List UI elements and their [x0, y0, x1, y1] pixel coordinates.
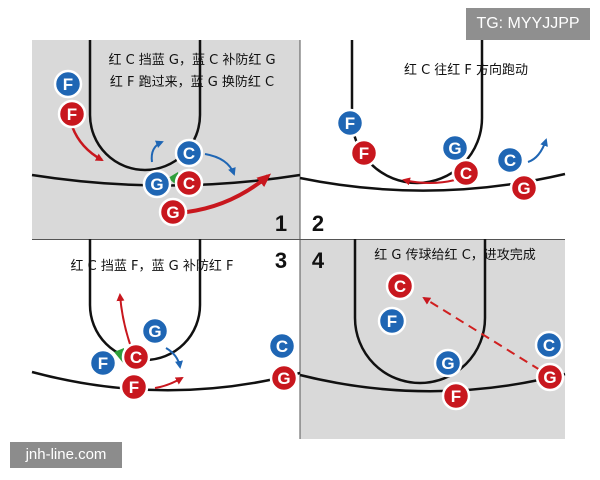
player-marker-blue-c-panel-4: C — [534, 330, 564, 360]
player-circle — [495, 145, 525, 175]
player-marker-red-f-panel-4: F — [441, 381, 471, 411]
player-label: C — [276, 337, 288, 356]
player-circle — [349, 138, 379, 168]
player-label: F — [359, 144, 369, 163]
player-label: F — [387, 312, 397, 331]
player-marker-red-f-panel-2: F — [349, 138, 379, 168]
panel-1-blue-c-help-arrow — [150, 140, 164, 163]
player-circle — [140, 316, 170, 346]
player-label: F — [98, 354, 108, 373]
player-marker-blue-c-panel-2: C — [495, 145, 525, 175]
player-marker-red-g-panel-3: G — [269, 363, 299, 393]
player-circle — [385, 271, 415, 301]
player-label: G — [148, 322, 161, 341]
player-circle — [451, 158, 481, 188]
player-label: G — [150, 175, 163, 194]
player-marker-blue-c-panel-1: C — [174, 138, 204, 168]
player-circle — [174, 138, 204, 168]
panel-1-caption-line-1: 红 C 挡蓝 G，蓝 C 补防红 G — [108, 52, 275, 68]
player-circle — [174, 168, 204, 198]
panel-4-court — [300, 239, 565, 439]
player-label: C — [504, 151, 516, 170]
panel-2-blue-c-arrow — [527, 138, 548, 163]
panel-2-court — [300, 40, 565, 239]
player-label: F — [451, 387, 461, 406]
panel-3-caption: 红 C 挡蓝 F，蓝 G 补防红 F — [71, 258, 234, 274]
player-label: F — [67, 105, 77, 124]
player-marker-blue-f-panel-2: F — [335, 108, 365, 138]
player-circle — [267, 331, 297, 361]
panel-4-court-lines — [299, 239, 566, 393]
player-marker-red-c-panel-3: C — [121, 342, 151, 372]
player-circle — [269, 363, 299, 393]
panel-2-red-c-roll-arrow — [402, 177, 456, 186]
player-circle — [53, 69, 83, 99]
player-label: F — [345, 114, 355, 133]
player-marker-red-c-panel-2: C — [451, 158, 481, 188]
player-label: G — [448, 139, 461, 158]
player-circle — [158, 197, 188, 227]
panel-1-blue-g-switch-arrow — [204, 153, 236, 176]
panel-2-caption: 红 C 往红 F 方向跑动 — [404, 62, 528, 78]
player-marker-blue-f-panel-1: F — [53, 69, 83, 99]
player-label: F — [129, 378, 139, 397]
player-marker-red-g-panel-4: G — [535, 362, 565, 392]
player-marker-blue-f-panel-3: F — [88, 348, 118, 378]
watermark-bottom: jnh-line.com — [10, 442, 122, 468]
panel-number-4: 4 — [312, 248, 325, 273]
player-marker-red-f-panel-1: F — [57, 99, 87, 129]
player-label: C — [460, 164, 472, 183]
player-label: G — [166, 203, 179, 222]
panel-number-2: 2 — [312, 211, 324, 236]
player-marker-red-f-panel-3: F — [119, 372, 149, 402]
panel-4-caption: 红 G 传球给红 C，进攻完成 — [374, 247, 536, 263]
player-marker-blue-f-panel-4: F — [377, 306, 407, 336]
player-label: F — [63, 75, 73, 94]
panel-3-red-c-pop-arrow — [116, 293, 131, 345]
panel-1-red-f-cut-arrow — [70, 125, 104, 162]
player-circle — [142, 169, 172, 199]
panel-number-3: 3 — [275, 248, 287, 273]
player-circle — [534, 330, 564, 360]
player-circle — [433, 348, 463, 378]
player-circle — [377, 306, 407, 336]
player-label: G — [441, 354, 454, 373]
player-label: C — [130, 348, 142, 367]
player-marker-red-g-panel-1: G — [158, 197, 188, 227]
panel-4-pass-arrow — [422, 296, 541, 371]
player-label: C — [183, 144, 195, 163]
player-marker-blue-g-panel-1: G — [142, 169, 172, 199]
player-circle — [535, 362, 565, 392]
player-marker-blue-g-panel-3: G — [140, 316, 170, 346]
player-label: C — [394, 277, 406, 296]
panel-3-screen-marker — [114, 348, 124, 364]
panel-1-red-g-drive-arrow — [186, 173, 272, 214]
player-label: C — [543, 336, 555, 355]
player-label: G — [277, 369, 290, 388]
panel-1-caption-line-2: 红 F 跑过来，蓝 G 换防红 C — [110, 74, 274, 90]
player-circle — [121, 342, 151, 372]
player-circle — [509, 173, 539, 203]
player-marker-blue-g-panel-4: G — [433, 348, 463, 378]
player-marker-blue-c-panel-3: C — [267, 331, 297, 361]
player-label: G — [543, 368, 556, 387]
watermark-top: TG: MYYJJPP — [466, 8, 590, 40]
player-marker-blue-g-panel-2: G — [440, 133, 470, 163]
player-circle — [440, 133, 470, 163]
player-circle — [335, 108, 365, 138]
player-circle — [88, 348, 118, 378]
player-marker-red-g-panel-2: G — [509, 173, 539, 203]
panel-3-blue-g-help-arrow — [165, 347, 183, 369]
panel-number-1: 1 — [275, 211, 287, 236]
player-circle — [441, 381, 471, 411]
player-marker-red-c-panel-4: C — [385, 271, 415, 301]
panel-3-red-f-arrow — [154, 377, 184, 389]
player-circle — [119, 372, 149, 402]
player-label: C — [183, 174, 195, 193]
player-label: G — [517, 179, 530, 198]
player-marker-red-c-panel-1: C — [174, 168, 204, 198]
player-circle — [57, 99, 87, 129]
